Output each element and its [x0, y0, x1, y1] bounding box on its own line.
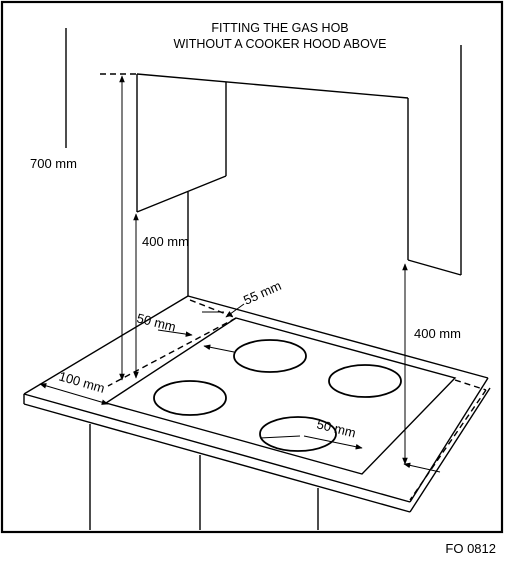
worktop [23, 295, 491, 513]
burner-rear-left [233, 339, 307, 373]
diagram-border [0, 0, 504, 534]
base-cabinet-lines [89, 424, 319, 530]
wall-outline [65, 28, 462, 276]
label-400mm-cabinet: 400 mm [142, 234, 189, 249]
label-700mm: 700 mm [30, 156, 77, 171]
dimension-55mm [225, 303, 245, 318]
dimension-right-arrow [403, 462, 441, 473]
label-50mm-left: 50 mm [135, 310, 177, 334]
gas-hob-outline [104, 317, 457, 475]
label-55mm: 55 mm [241, 278, 283, 308]
wall-cabinet [100, 73, 409, 213]
dimension-50mm-burner [259, 435, 363, 450]
figure-code: FO 0812 [445, 541, 496, 556]
burner-rear-right [328, 364, 402, 398]
diagram-title-line2: WITHOUT A COOKER HOOD ABOVE [173, 37, 386, 51]
burner-front-left [153, 380, 227, 416]
diagram-title-line1: FITTING THE GAS HOB [211, 21, 348, 35]
burner-front-right [259, 416, 337, 452]
dimension-50mm-left [157, 311, 224, 337]
dimension-100mm [39, 383, 109, 405]
dimension-burner-rear-arrow [203, 344, 235, 353]
label-400mm-wall: 400 mm [414, 326, 461, 341]
